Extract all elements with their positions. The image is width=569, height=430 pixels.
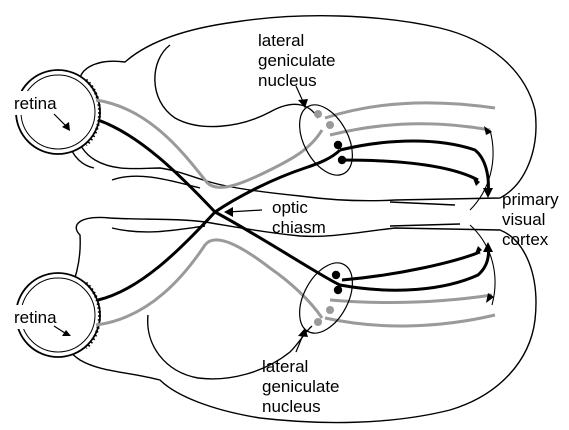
optic-chiasm-label-line2: chiasm [272,218,326,237]
retina-label-bg-bottom [8,305,78,329]
cortex-label-line2: visual [502,210,545,229]
eye-top [8,69,101,155]
radiation-top-black-2 [341,158,479,182]
optic-chiasm-label-line1: optic [272,198,308,217]
upper-temporal-fold [154,44,319,128]
optic-tract-bottom [214,210,343,288]
optic-tract-top [214,148,342,214]
radiation-bottom-gray-1 [324,313,496,328]
retina-label-top: retina [14,94,57,113]
lgn-bottom-label-line1: lateral [262,357,308,376]
lgn-bottom-label-line3: nucleus [262,397,321,416]
cortex-contour-lower [469,224,496,306]
upper-fold-lower [111,175,201,189]
midline-notch-upper [389,201,456,206]
optic-nerve-top-black [97,118,217,214]
radiation-bottom-gray-2 [329,293,493,304]
cortex-contour-upper [469,129,494,211]
retina-label-bottom: retina [14,308,57,327]
lower-temporal-fold [147,314,313,380]
lgn-top-label-line3: nucleus [258,71,317,90]
lower-fold-upper [111,225,206,233]
arrow-chiasm [227,209,263,213]
arrow-heads [62,99,494,337]
radiation-bottom-black-2 [341,250,481,282]
radiation-top-gray-1 [324,101,496,120]
midline-notch-lower [389,223,461,227]
cortex-label-line3: cortex [502,230,549,249]
lgn-top [299,104,353,176]
upper-hemisphere [73,15,537,202]
cortex-label-line1: primary [502,190,559,209]
lgn-bottom [299,262,353,334]
retina-label-bg-top [8,91,78,115]
radiation-top-gray-2 [329,122,491,137]
optic-nerve-top-gray [95,98,324,189]
radiation-top-black-1 [339,139,490,196]
optic-nerve-bottom-gray [95,238,324,327]
lgn-top-label-line1: lateral [258,31,304,50]
lgn-top-label-line2: geniculate [258,51,336,70]
gray-pathways [95,98,496,328]
eye-bottom [8,272,101,358]
black-pathways [97,118,490,302]
optic-nerve-bottom-black [97,210,217,302]
radiation-bottom-black-1 [339,244,490,292]
lgn-bottom-label-line2: geniculate [262,377,340,396]
